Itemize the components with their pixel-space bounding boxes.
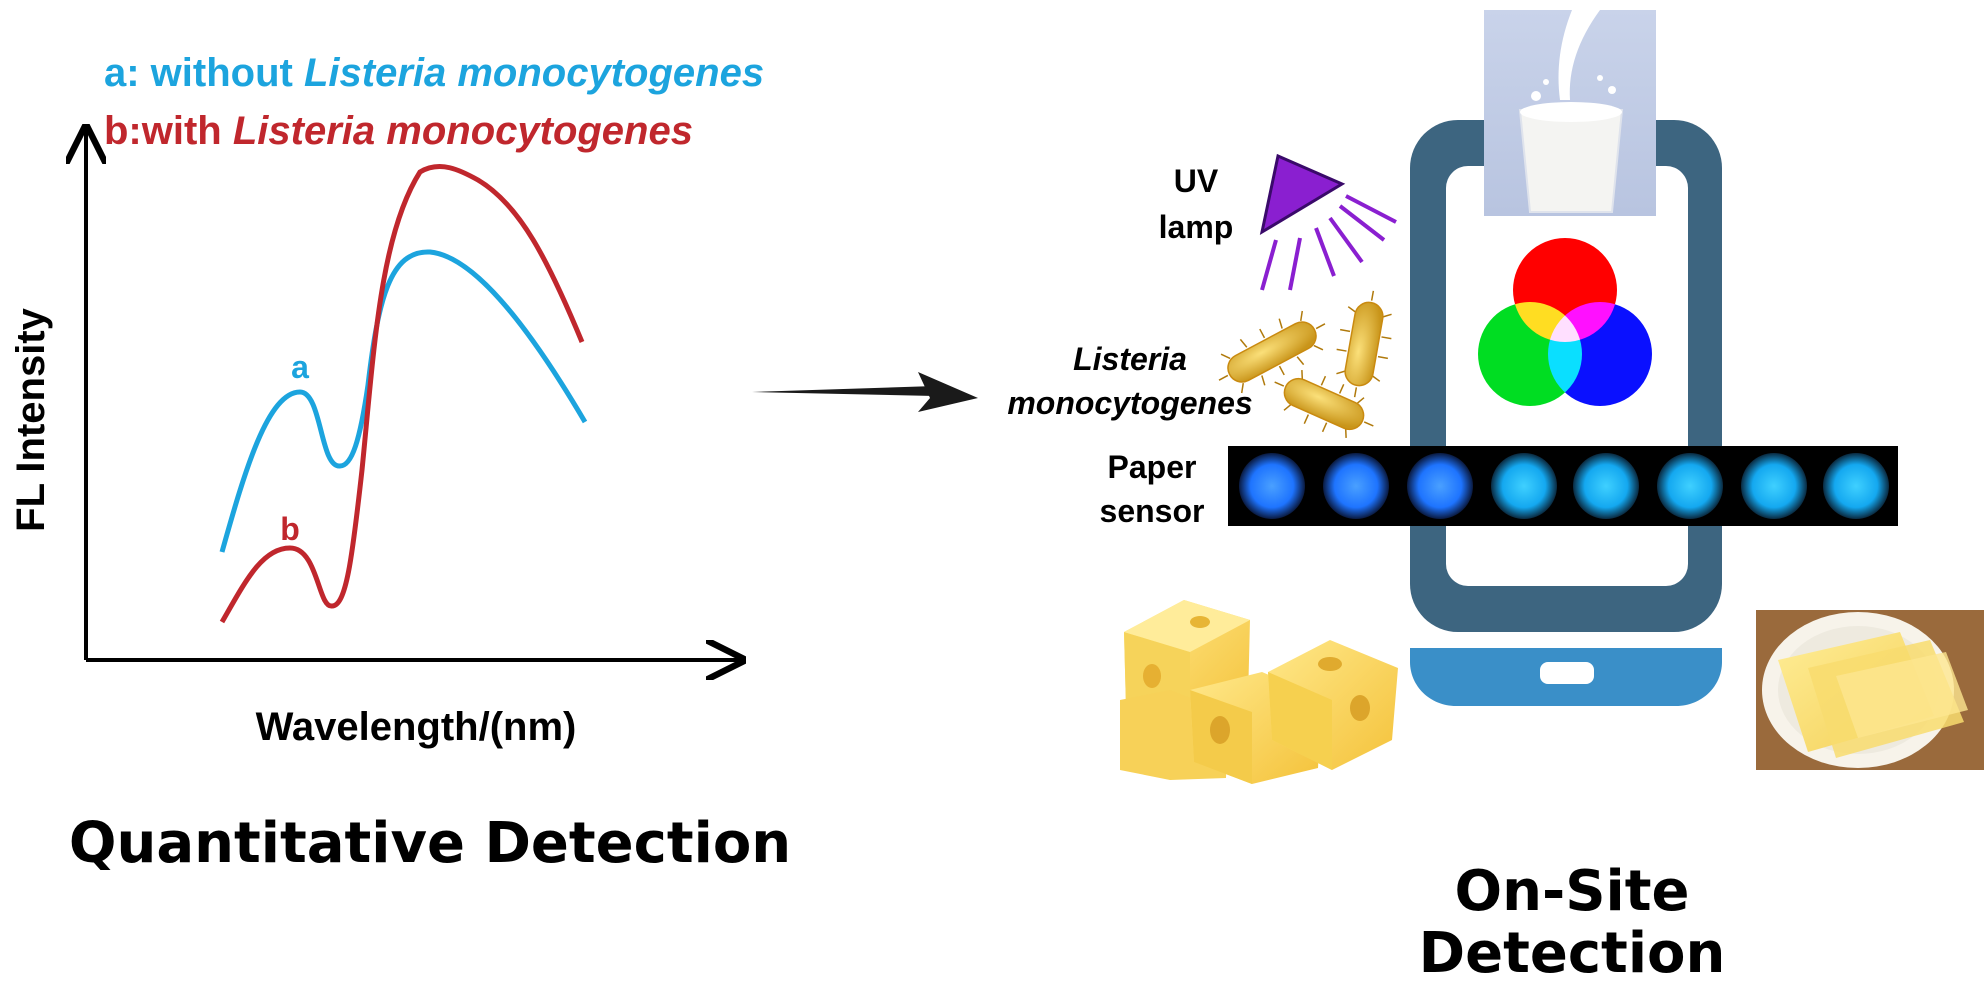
milk-glass-icon	[1484, 10, 1656, 216]
arrow-icon	[752, 372, 978, 412]
right-caption-line2: Detection	[1419, 921, 1726, 985]
x-axis-label: Wavelength/(nm)	[256, 705, 577, 749]
bacteria-label-line1: Listeria	[1073, 341, 1187, 377]
right-caption-line1: On-Site	[1455, 859, 1690, 924]
uv-lamp-icon	[1259, 153, 1397, 291]
series-a-line	[219, 249, 588, 553]
paper-label-line2: sensor	[1100, 493, 1205, 529]
left-caption: Quantitative Detection	[69, 811, 791, 876]
bacteria-icon	[1218, 290, 1392, 438]
uv-label-line1: UV	[1174, 163, 1219, 199]
paper-label-line1: Paper	[1108, 449, 1197, 485]
uv-label-line2: lamp	[1159, 209, 1234, 245]
y-axis-label: FL Intensity	[9, 307, 53, 531]
legend: a: without Listeria monocytogenes b:with…	[104, 51, 764, 153]
legend-b: b:with Listeria monocytogenes	[104, 109, 693, 153]
series-b-line	[219, 164, 585, 624]
rgb-circles-icon	[1478, 238, 1652, 406]
cheese-cubes-icon	[1118, 600, 1398, 784]
bacteria-label-line2: monocytogenes	[1007, 385, 1252, 421]
curve-a-label: a	[291, 349, 309, 385]
home-button	[1540, 662, 1594, 684]
curve-b-label: b	[280, 511, 300, 547]
legend-a: a: without Listeria monocytogenes	[104, 51, 764, 95]
butter-plate-icon	[1756, 610, 1984, 770]
paper-sensor-strip-icon	[1228, 446, 1898, 526]
